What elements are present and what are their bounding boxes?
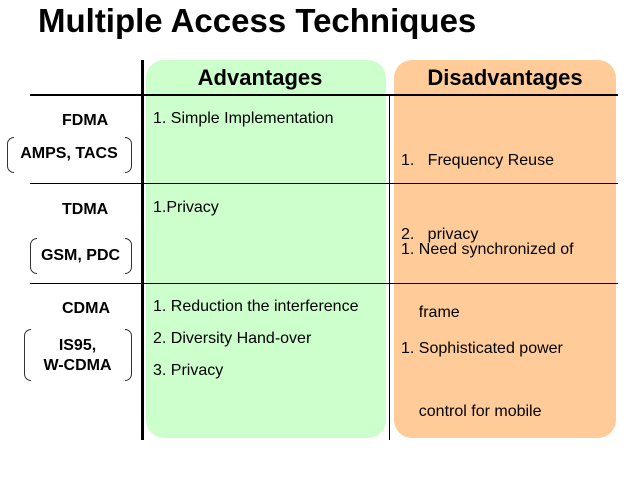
disadvantages-cell-fdma: 1. Frequency Reuse 2. privacy xyxy=(401,108,554,266)
disadvantage-item: 1. Sophisticated power xyxy=(401,340,563,357)
bracket-left xyxy=(30,238,37,274)
disadvantage-item: 1. Need synchronized of xyxy=(401,241,574,258)
disadvantages-cell-tdma: 1. Need synchronized of frame xyxy=(401,197,574,344)
advantages-cell-cdma: 1. Reduction the interference 2. Diversi… xyxy=(153,296,358,381)
technique-label-tdma: TDMA xyxy=(62,201,109,218)
advantage-item: 1. Simple Implementation xyxy=(153,110,334,127)
advantages-column-background xyxy=(146,60,386,438)
disadvantage-item: control for mobile xyxy=(401,403,542,420)
middle-vertical-divider xyxy=(389,94,390,440)
advantage-item: 2. Diversity Hand-over xyxy=(153,330,312,347)
tdma-systems: GSM, PDC xyxy=(33,246,128,266)
disadvantage-item: frame xyxy=(401,304,460,321)
advantage-item: 1.Privacy xyxy=(153,199,219,216)
slide-title: Multiple Access Techniques xyxy=(38,2,477,39)
system-name: W-CDMA xyxy=(43,357,112,374)
disadvantages-cell-cdma: 1. Sophisticated power control for mobil… xyxy=(401,296,563,443)
cdma-systems: IS95, W-CDMA xyxy=(27,336,128,376)
advantage-item: 1. Reduction the interference xyxy=(153,298,359,315)
system-name: AMPS, TACS xyxy=(20,145,118,162)
system-name: GSM, PDC xyxy=(40,247,121,264)
disadvantages-header: Disadvantages xyxy=(427,65,583,90)
left-vertical-divider xyxy=(141,60,144,440)
advantages-cell-tdma: 1.Privacy xyxy=(153,197,219,218)
disadvantages-column-background xyxy=(394,60,616,438)
technique-label-fdma: FDMA xyxy=(62,112,109,129)
row-divider-2 xyxy=(30,283,618,284)
disadvantage-item: 2. privacy xyxy=(401,226,479,243)
advantages-cell-fdma: 1. Simple Implementation xyxy=(153,108,334,129)
header-divider xyxy=(30,94,618,96)
bracket-left xyxy=(24,329,31,381)
fdma-systems: AMPS, TACS xyxy=(10,144,128,164)
advantages-header: Advantages xyxy=(197,65,323,90)
disadvantage-item: 1. Frequency Reuse xyxy=(401,152,554,169)
row-divider-1 xyxy=(30,183,618,184)
bracket-left xyxy=(7,137,14,173)
advantage-item: 3. Privacy xyxy=(153,362,224,379)
technique-label-cdma: CDMA xyxy=(62,300,110,317)
system-name: IS95, xyxy=(58,337,97,354)
